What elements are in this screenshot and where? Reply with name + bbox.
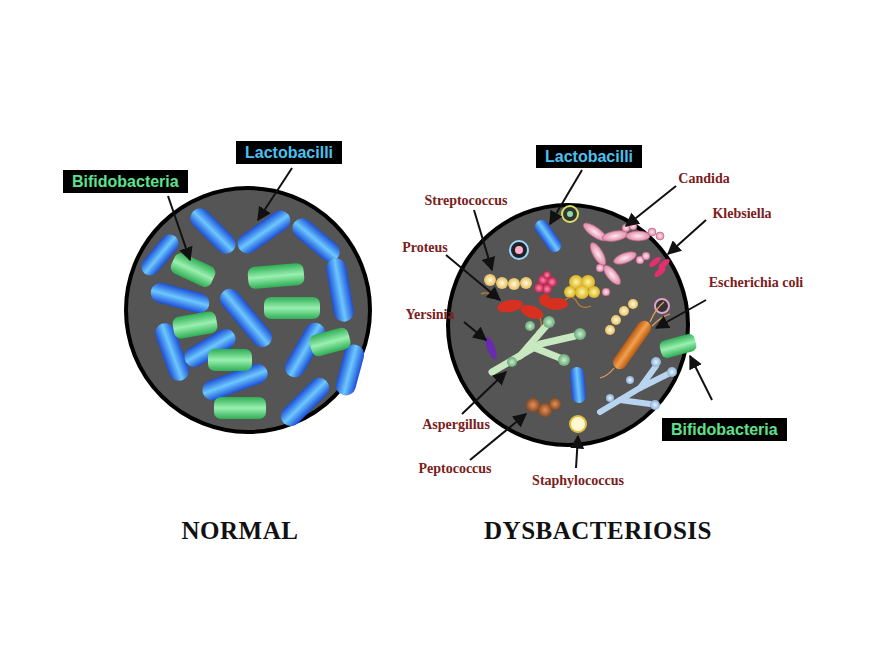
label-box: Lactobacilli: [536, 145, 642, 168]
dysbacteriosis-microbes: [481, 206, 698, 432]
bacteria-name: Lactobacilli: [545, 147, 633, 166]
bacteria-name: Lactobacilli: [245, 143, 333, 162]
microbe-label: Aspergillus: [422, 416, 490, 433]
label-box: Lactobacilli: [236, 141, 342, 164]
microbe-label: Proteus: [402, 239, 448, 256]
bacteria-name: Bifidobacteria: [72, 172, 179, 191]
microbe-label: Candida: [678, 170, 729, 187]
label-box: Bifidobacteria: [63, 170, 188, 193]
microbe-label: Yersinia: [406, 306, 455, 323]
label-box: Bifidobacteria: [662, 418, 787, 441]
normal-rods: [138, 204, 367, 430]
microbe-label: Peptococcus: [418, 460, 491, 477]
bacteria-name: Bifidobacteria: [671, 420, 778, 439]
microbe-label: Staphylococcus: [532, 472, 624, 489]
panel-title: DYSBACTERIOSIS: [484, 516, 712, 546]
microbe-label: Streptococcus: [425, 192, 508, 209]
microbe-label: Klebsiella: [712, 205, 771, 222]
microbe-label: Escherichia coli: [708, 274, 804, 291]
panel-title: NORMAL: [182, 516, 299, 546]
